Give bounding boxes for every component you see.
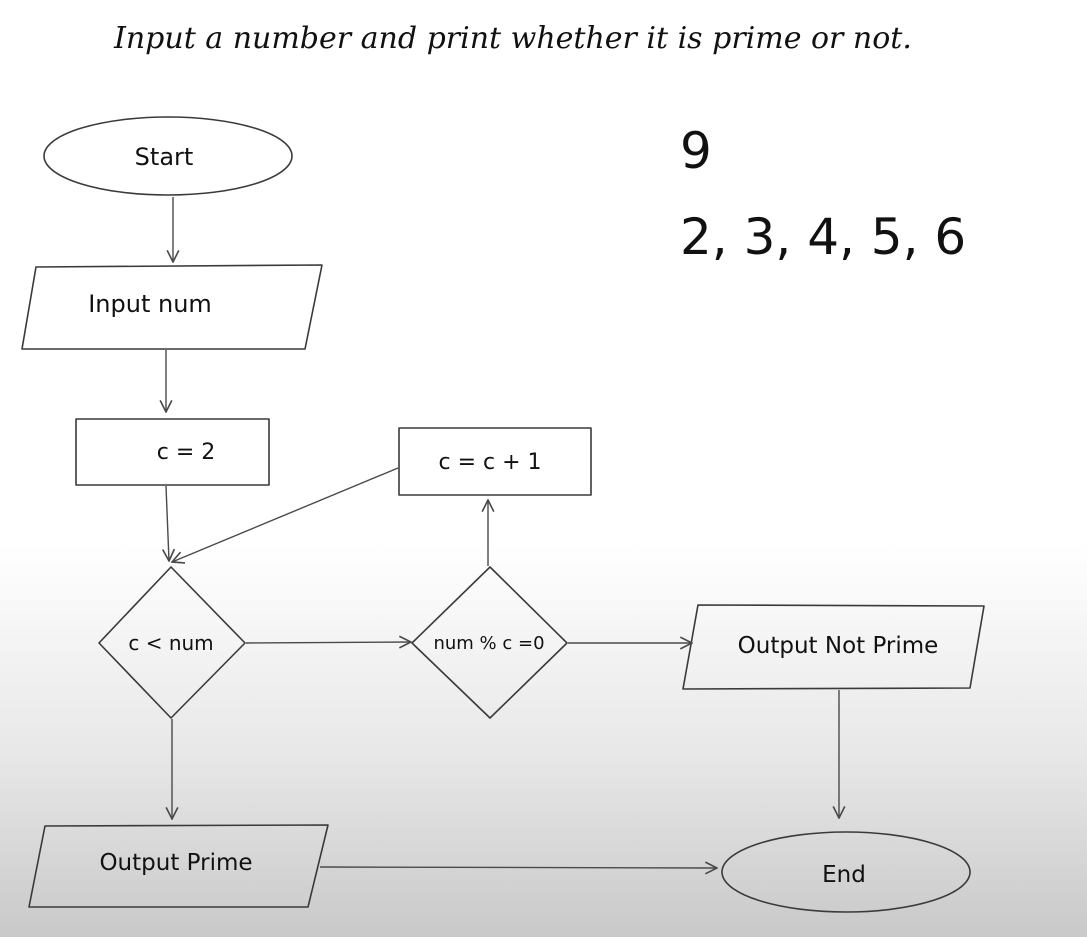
start-label: Start [135,143,194,171]
page-heading: Input a number and print whether it is p… [113,21,912,56]
output-not-prime-label: Output Not Prime [738,633,939,659]
arrow-init-to-condition [166,485,169,561]
init-node: c = 2 [75,418,270,486]
input-node: Input num [21,264,323,350]
divisible-check-node: num % c =0 [411,566,568,719]
end-label: End [822,862,866,888]
note-number: 9 [680,122,712,180]
init-label: c = 2 [157,440,216,465]
loop-condition-node: c < num [98,566,246,719]
output-prime-node: Output Prime [28,824,329,908]
note-sequence: 2, 3, 4, 5, 6 [680,208,966,266]
output-not-prime-node: Output Not Prime [682,604,985,690]
increment-label: c = c + 1 [438,450,541,475]
end-node: End [721,831,971,913]
increment-node: c = c + 1 [398,427,592,496]
arrow-prime-to-end [319,867,717,868]
arrow-condition-to-divisible [245,642,411,643]
loop-condition-label: c < num [128,631,213,655]
arrow-increment-to-condition [172,467,399,562]
output-prime-label: Output Prime [99,850,252,876]
start-node: Start [43,116,293,196]
input-label: Input num [88,290,212,318]
divisible-check-label: num % c =0 [433,633,544,654]
